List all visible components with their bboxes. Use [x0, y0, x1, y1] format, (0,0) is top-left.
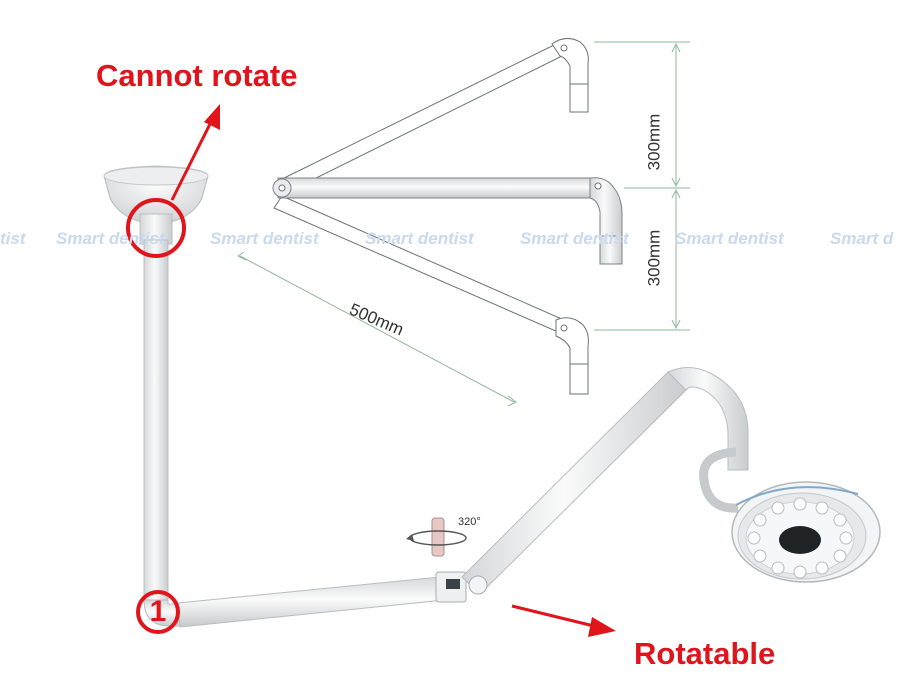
- upper-arm: [461, 367, 749, 595]
- watermark: Smart dentist: [675, 229, 784, 248]
- joint-marker-1: 1: [136, 590, 180, 634]
- lamp-head: [731, 481, 881, 583]
- watermark: Smart dentist: [365, 229, 474, 248]
- dimension-label-top: 300mm: [644, 113, 664, 171]
- dimension-label-bottom: 300mm: [644, 229, 664, 287]
- watermark: Smart d: [830, 229, 894, 248]
- watermark: Smart dentist: [56, 229, 165, 248]
- rotation-angle-label: 320°: [458, 516, 481, 528]
- watermark: tist: [0, 229, 26, 248]
- annotation-marks: [126, 104, 616, 637]
- dimension-lines: [237, 41, 690, 407]
- arm-range-schematic: [272, 38, 623, 395]
- watermark: Smart dentist: [520, 229, 629, 248]
- cannot-rotate-callout: Cannot rotate: [96, 58, 298, 93]
- lower-arm: [143, 571, 467, 628]
- rotatable-callout: Rotatable: [634, 636, 776, 671]
- watermark: Smart dentist: [210, 229, 319, 248]
- rotation-icon: [406, 517, 467, 557]
- vertical-pole: [143, 239, 169, 603]
